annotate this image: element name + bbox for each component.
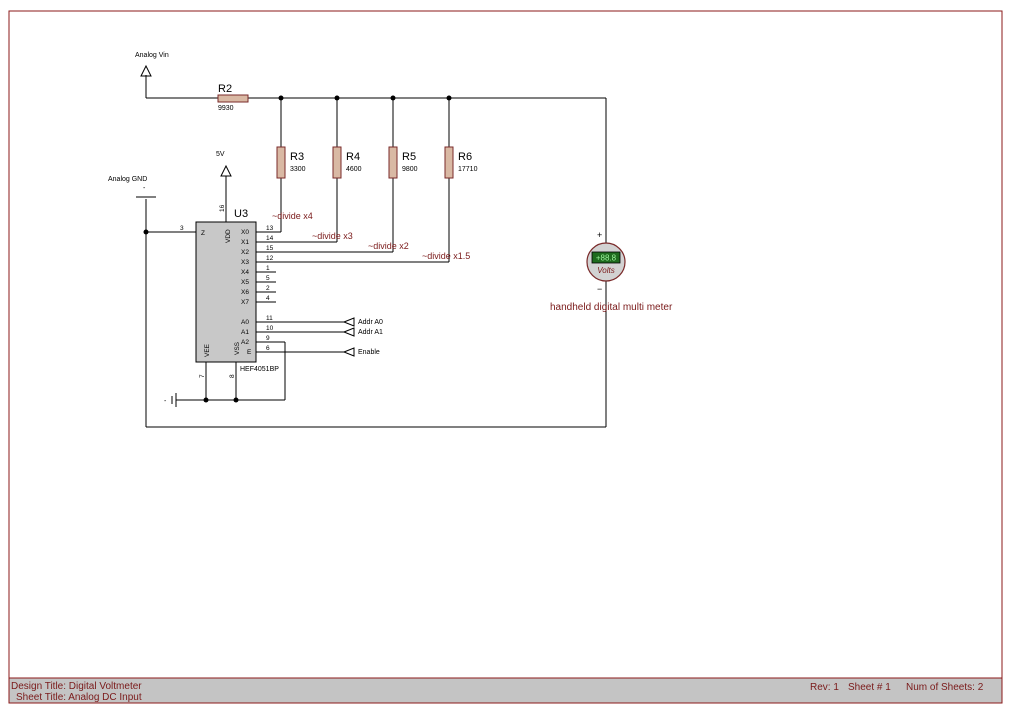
num-sheets: Num of Sheets: 2 [906,682,984,693]
svg-text:-: - [143,185,146,192]
design-title: Design Title: Digital Voltmeter [11,681,142,692]
resistor-r5[interactable]: R5 9800 [388,146,418,179]
analog-vin-terminal[interactable]: Analog Vin [135,52,169,77]
ic-pin-a1-name: A1 [241,329,249,336]
ic-pin-vdd-number: 16 [219,204,226,212]
resistor-r2-value: 9930 [218,105,234,112]
meter-display-value: +88.8 [596,254,617,263]
wires [145,75,607,428]
ic-pin-a0-name: A0 [241,319,249,326]
ic-pin-x5-name: X5 [241,279,249,286]
resistor-r6-value: 17710 [458,166,478,173]
ic-pin-a0-number: 11 [266,315,273,322]
analog-gnd-terminal[interactable]: - Analog GND [108,176,156,198]
resistor-r3[interactable]: R3 3300 [276,146,306,179]
ic-pin-vdd-name: VDD [225,229,232,243]
ic-pin-z-name: Z [201,230,205,237]
resistor-r4-value: 4600 [346,166,362,173]
resistor-r5-value: 9800 [402,166,418,173]
resistor-r3-ref: R3 [290,151,304,163]
meter-plus-label: + [597,230,602,240]
ic-pin-a2-name: A2 [241,339,249,346]
resistor-r2-ref: R2 [218,83,232,95]
ic-body [195,221,257,363]
enable-label: Enable [358,349,380,356]
resistor-r3-value: 3300 [290,166,306,173]
ic-pin-x6-number: 2 [266,285,270,292]
ic-pin-x2-number: 15 [266,245,274,252]
sheet-border [8,10,1003,704]
svg-text:-: - [164,398,167,405]
ic-pin-x0-number: 13 [266,225,274,232]
meter-minus-label: − [597,284,602,294]
ic-pin-e-name: E [247,349,252,356]
addr-a0-label: Addr A0 [358,319,383,326]
resistor-r6[interactable]: R6 17710 [444,146,478,179]
sheet-title: Sheet Title: Analog DC Input [16,692,142,703]
ground-symbol: - [164,393,177,407]
resistor-r4-ref: R4 [346,151,360,163]
divide-label-x3: ~divide x3 [312,231,353,241]
ic-ref: U3 [234,208,248,220]
multimeter[interactable]: +88.8 Volts + − handheld digital multi m… [550,230,673,313]
addr-a0-terminal[interactable]: Addr A0 [342,317,383,327]
five-v-label: 5V [216,151,225,158]
ic-pin-x7-number: 4 [266,295,270,302]
analog-vin-label: Analog Vin [135,52,169,59]
divide-label-x1-5: ~divide x1.5 [422,251,470,261]
ic-pin-x2-name: X2 [241,249,249,256]
ic-pin-x4-number: 1 [266,265,270,272]
ic-pin-vee-name: VEE [204,343,211,357]
meter-unit: Volts [597,266,615,275]
meter-label: handheld digital multi meter [550,302,673,313]
resistor-r4[interactable]: R4 4600 [332,146,362,179]
title-block: Design Title: Digital Voltmeter Sheet Ti… [8,677,1003,704]
ic-pin-x3-name: X3 [241,259,249,266]
ic-pin-vss-number: 8 [229,374,236,378]
resistor-r5-ref: R5 [402,151,416,163]
meter-display [591,251,621,264]
ic-pin-a1-number: 10 [266,325,274,332]
revision: Rev: 1 [810,682,839,693]
ic-pin-x4-name: X4 [241,269,249,276]
junctions [143,95,452,403]
ic-pin-vss-name: VSS [234,341,241,355]
resistor-r6-ref: R6 [458,151,472,163]
divide-label-x4: ~divide x4 [272,211,313,221]
analog-gnd-label: Analog GND [108,176,147,183]
enable-terminal[interactable]: Enable [342,347,380,357]
ic-pin-e-number: 6 [266,345,270,352]
ic-part: HEF4051BP [240,366,279,373]
addr-a1-label: Addr A1 [358,329,383,336]
five-v-terminal[interactable]: 5V [216,151,232,177]
sheet-number: Sheet # 1 [848,682,891,693]
ic-pin-x3-number: 12 [266,255,274,262]
ic-pin-x5-number: 5 [266,275,270,282]
ic-pin-z-number: 3 [180,225,184,232]
ic-pin-x1-name: X1 [241,239,249,246]
ic-pin-vee-number: 7 [199,374,206,378]
ic-pin-x7-name: X7 [241,299,249,306]
resistor-r2[interactable]: R2 9930 [217,83,249,112]
addr-a1-terminal[interactable]: Addr A1 [342,327,383,337]
ic-pin-x6-name: X6 [241,289,249,296]
ic-pin-x0-name: X0 [241,229,249,236]
ic-pin-a2-number: 9 [266,335,270,342]
ic-u3[interactable]: U3 HEF4051BP Z 3 VDD 16 VEE 7 VSS 8 [180,204,281,378]
divide-label-x2: ~divide x2 [368,241,409,251]
ic-pin-x1-number: 14 [266,235,274,242]
